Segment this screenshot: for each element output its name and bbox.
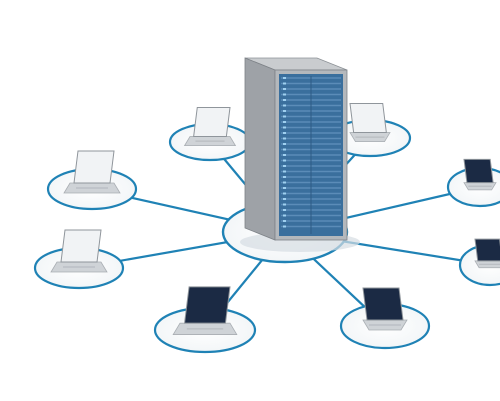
rack-led xyxy=(283,187,286,189)
rack-led xyxy=(283,192,286,195)
rack-led xyxy=(283,148,286,151)
rack-led xyxy=(283,143,286,145)
laptop-screen xyxy=(362,287,404,321)
rack-led xyxy=(283,104,286,107)
rack-led xyxy=(283,225,286,228)
laptop-icon xyxy=(50,229,108,273)
laptop-screen xyxy=(193,106,231,138)
rack-led xyxy=(283,77,286,79)
laptop-icon xyxy=(349,102,391,143)
rack-led xyxy=(283,198,286,200)
server-rack xyxy=(240,57,360,252)
rack-led xyxy=(283,220,286,222)
laptop-screen xyxy=(183,286,231,324)
rack-led xyxy=(283,99,286,101)
rack-led xyxy=(283,82,286,85)
rack-led xyxy=(283,170,286,173)
rack-led xyxy=(283,159,286,162)
rack-led xyxy=(283,209,286,211)
laptop-icon xyxy=(172,286,238,335)
rack-side xyxy=(244,57,276,241)
rack-led xyxy=(283,176,286,178)
rack-led xyxy=(283,132,286,134)
rack-led xyxy=(283,115,286,118)
rack-led xyxy=(283,154,286,156)
rack-led xyxy=(283,110,286,112)
rack-led xyxy=(283,181,286,184)
laptop-nodes xyxy=(50,102,500,335)
rack-led xyxy=(283,203,286,206)
laptop-icon xyxy=(63,150,121,194)
laptop-screen xyxy=(463,158,494,184)
laptop-icon xyxy=(362,287,408,331)
rack-led xyxy=(283,88,286,90)
rack-led xyxy=(283,137,286,140)
rack-led xyxy=(283,121,286,123)
laptop-screen xyxy=(73,150,115,184)
laptop-screen xyxy=(60,229,102,263)
laptop-screen xyxy=(474,238,500,262)
rack-led xyxy=(283,165,286,167)
laptop-icon xyxy=(474,238,500,269)
rack-led xyxy=(283,126,286,129)
laptop-icon xyxy=(463,158,497,191)
rack-led xyxy=(283,214,286,217)
rack-led xyxy=(283,93,286,96)
laptop-screen xyxy=(349,102,387,134)
laptop-icon xyxy=(183,106,237,147)
